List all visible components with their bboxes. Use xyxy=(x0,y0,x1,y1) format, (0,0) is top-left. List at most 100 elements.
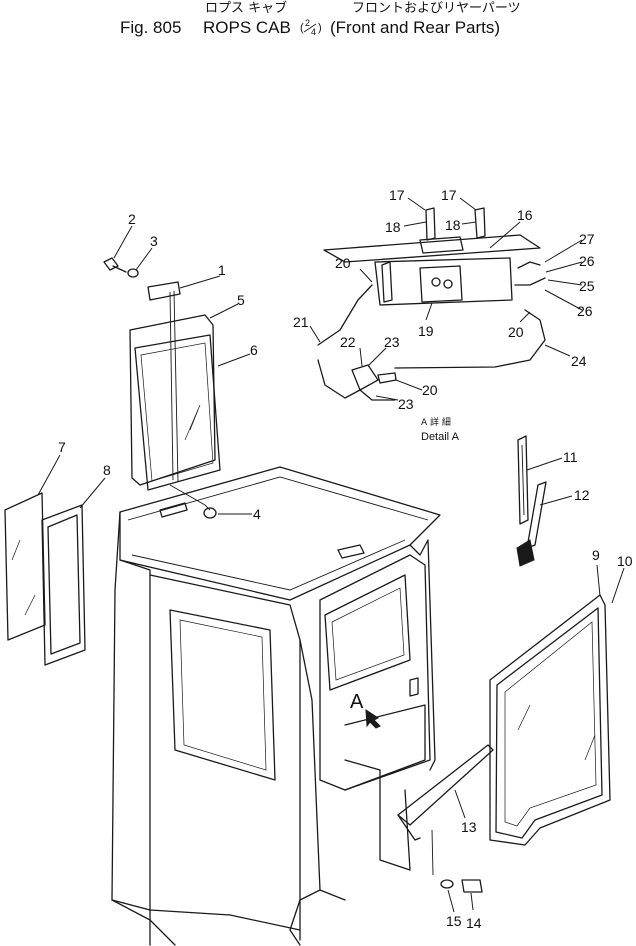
leader-6 xyxy=(217,353,251,367)
callout-12: 12 xyxy=(574,487,590,503)
leader-5 xyxy=(209,303,239,319)
window-seal-part-8 xyxy=(41,504,86,666)
door-glint-1 xyxy=(517,704,531,731)
fraction-open: ( xyxy=(300,22,304,34)
callout-5: 5 xyxy=(237,292,245,308)
hose-21-lower xyxy=(317,359,361,399)
bracket-part-13 xyxy=(397,744,494,826)
bracket-flange xyxy=(397,814,421,841)
plate-part-1 xyxy=(147,281,181,301)
figure-number: Fig. 805 xyxy=(120,18,181,37)
leader-7 xyxy=(37,454,61,496)
fraction-denominator: 4 xyxy=(311,27,316,37)
leader-25 xyxy=(547,279,583,286)
callout-8: 8 xyxy=(103,462,111,478)
callout-13: 13 xyxy=(461,819,477,835)
title-jp-left: ロプス キャブ xyxy=(205,0,287,16)
mount-line-2 xyxy=(173,290,179,483)
leader-20c xyxy=(395,379,423,391)
callout-26a: 26 xyxy=(579,253,595,269)
bolt-shank-2 xyxy=(112,265,127,273)
pump-port-2 xyxy=(443,279,453,289)
right-window-parts xyxy=(489,594,611,846)
side-opening xyxy=(319,554,431,791)
motor-body xyxy=(374,257,513,306)
callout-numbers: 2 3 1 5 6 7 8 4 11 12 9 10 13 14 15 16 1… xyxy=(58,187,633,931)
fraction-numerator: 2 xyxy=(305,18,310,28)
cab-body xyxy=(111,466,441,946)
glass-glint-2 xyxy=(184,404,201,441)
door-latch xyxy=(409,677,419,697)
leader-8 xyxy=(79,477,106,509)
wiper-blade-11 xyxy=(517,435,529,525)
figure-name: ROPS CAB xyxy=(203,18,291,37)
door-glass-inner xyxy=(504,621,597,827)
window-glass-part-7 xyxy=(4,492,46,641)
window-seal-inner-8 xyxy=(47,514,81,655)
callout-23b: 23 xyxy=(398,396,414,412)
hose-24 xyxy=(394,309,546,369)
wiper-arm-12 xyxy=(526,481,547,549)
detail-a-letter: A xyxy=(350,691,364,713)
leader-14 xyxy=(470,892,474,911)
leader-10 xyxy=(611,567,625,604)
rear-window-assembly xyxy=(129,314,221,491)
cab-right-edge xyxy=(409,539,436,771)
leader-22 xyxy=(359,347,363,367)
callout-27: 27 xyxy=(579,231,595,247)
dash-panel xyxy=(344,704,426,791)
rear-glass-inner xyxy=(140,342,214,482)
callout-4: 4 xyxy=(253,506,261,522)
callout-15: 15 xyxy=(446,913,462,929)
detail-a-arrow xyxy=(365,709,381,729)
leader-26a xyxy=(545,261,583,273)
detail-caption-jp: A 詳 細 xyxy=(421,416,451,428)
wiper-arm-12-base xyxy=(516,539,535,567)
cab-bottom-sill xyxy=(111,899,301,931)
leader-1 xyxy=(179,275,221,289)
callout-14: 14 xyxy=(466,915,482,931)
callout-18a: 18 xyxy=(385,219,401,235)
leader-17a xyxy=(407,197,426,211)
bolt-head-2 xyxy=(103,257,119,271)
lower-bracket-parts xyxy=(397,744,494,893)
fitting-25 xyxy=(514,277,546,286)
callout-23a: 23 xyxy=(384,334,400,350)
glass-glint-7b xyxy=(24,594,36,616)
callout-20b: 20 xyxy=(508,324,524,340)
callout-6: 6 xyxy=(250,342,258,358)
leader-3 xyxy=(135,247,153,271)
rear-seal-part-6 xyxy=(134,334,221,491)
roof-edge-inner xyxy=(127,476,429,521)
callout-21: 21 xyxy=(293,314,309,330)
leader-11 xyxy=(526,457,563,471)
leader-24 xyxy=(544,344,571,357)
leader-20a xyxy=(359,268,373,283)
roof-handle-right xyxy=(337,544,365,559)
clip-23 xyxy=(359,389,396,401)
roof-handle-left xyxy=(159,502,188,518)
callout-24: 24 xyxy=(571,353,587,369)
bolt-assembly-top xyxy=(103,257,217,519)
leader-23a xyxy=(367,347,387,367)
mount-plate-16 xyxy=(323,234,541,263)
door-glass-frame-9 xyxy=(489,594,611,846)
cab-roof xyxy=(119,466,441,601)
cab-left-edge xyxy=(111,511,176,946)
leader-16 xyxy=(489,221,521,249)
fraction-slash xyxy=(303,23,317,33)
callout-16: 16 xyxy=(517,207,533,223)
leader-23b xyxy=(375,395,399,401)
bolt-17-left xyxy=(425,207,436,241)
leader-17b xyxy=(459,197,477,211)
callout-1: 1 xyxy=(218,262,226,278)
leader-15 xyxy=(447,889,455,913)
glass-glint-7a xyxy=(11,539,21,561)
leader-26b xyxy=(544,289,583,311)
callout-25: 25 xyxy=(579,278,595,294)
detail-a-assembly xyxy=(317,207,546,401)
fitting-27 xyxy=(517,261,541,269)
nut-part-4 xyxy=(203,507,217,519)
door-seal-10 xyxy=(495,607,603,839)
